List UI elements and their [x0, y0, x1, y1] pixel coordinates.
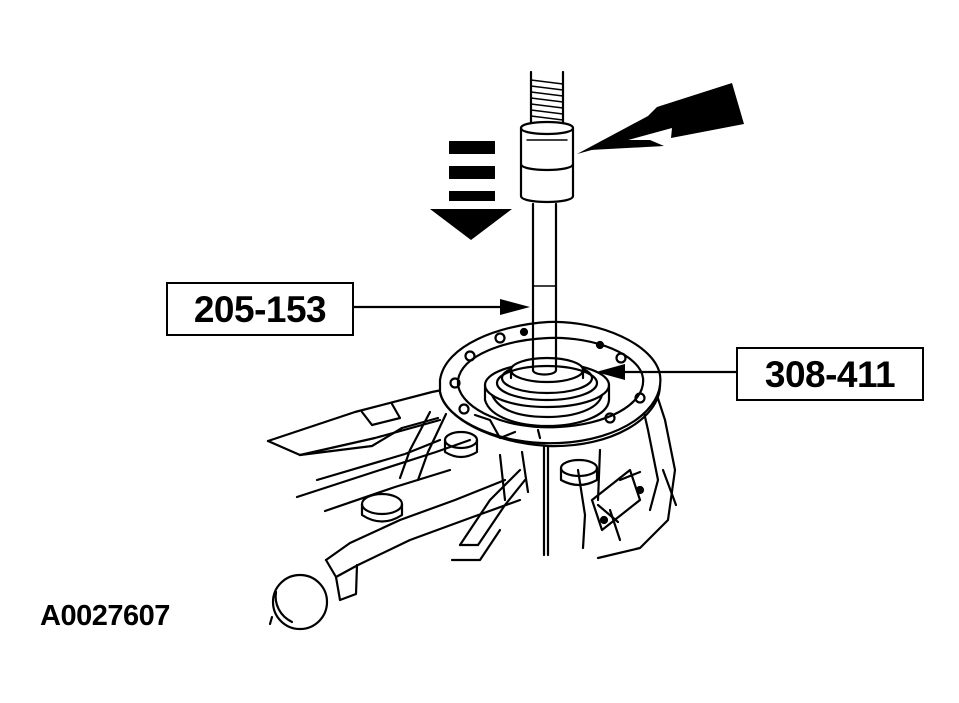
- bolt-hole: [595, 340, 605, 350]
- press-direction-arrow-icon: [430, 141, 512, 240]
- bolt-hole: [615, 352, 627, 364]
- striking-force-arrow-icon: [577, 83, 744, 154]
- seal-recess: [483, 356, 611, 428]
- bolt-hole: [634, 392, 646, 404]
- ball-handle: [271, 573, 329, 631]
- figure-id: A0027607: [40, 600, 170, 632]
- bolt-hole: [458, 403, 470, 415]
- leader-lines: [348, 305, 738, 374]
- transmission-case: [266, 378, 678, 631]
- bolt-hole: [494, 332, 506, 344]
- driver-handle: [519, 70, 575, 376]
- tool-callout-text: 308-411: [764, 353, 896, 395]
- tool-callout-text: 205-153: [193, 288, 327, 330]
- bolt-hole: [604, 412, 616, 424]
- tool-callout-308-411: 308-411: [736, 347, 924, 401]
- bolt-hole: [464, 350, 476, 362]
- tool-callout-205-153: 205-153: [166, 282, 354, 336]
- bolt-hole: [449, 377, 461, 389]
- leader-arrow-icon: [500, 299, 625, 380]
- bolt-hole: [519, 327, 529, 337]
